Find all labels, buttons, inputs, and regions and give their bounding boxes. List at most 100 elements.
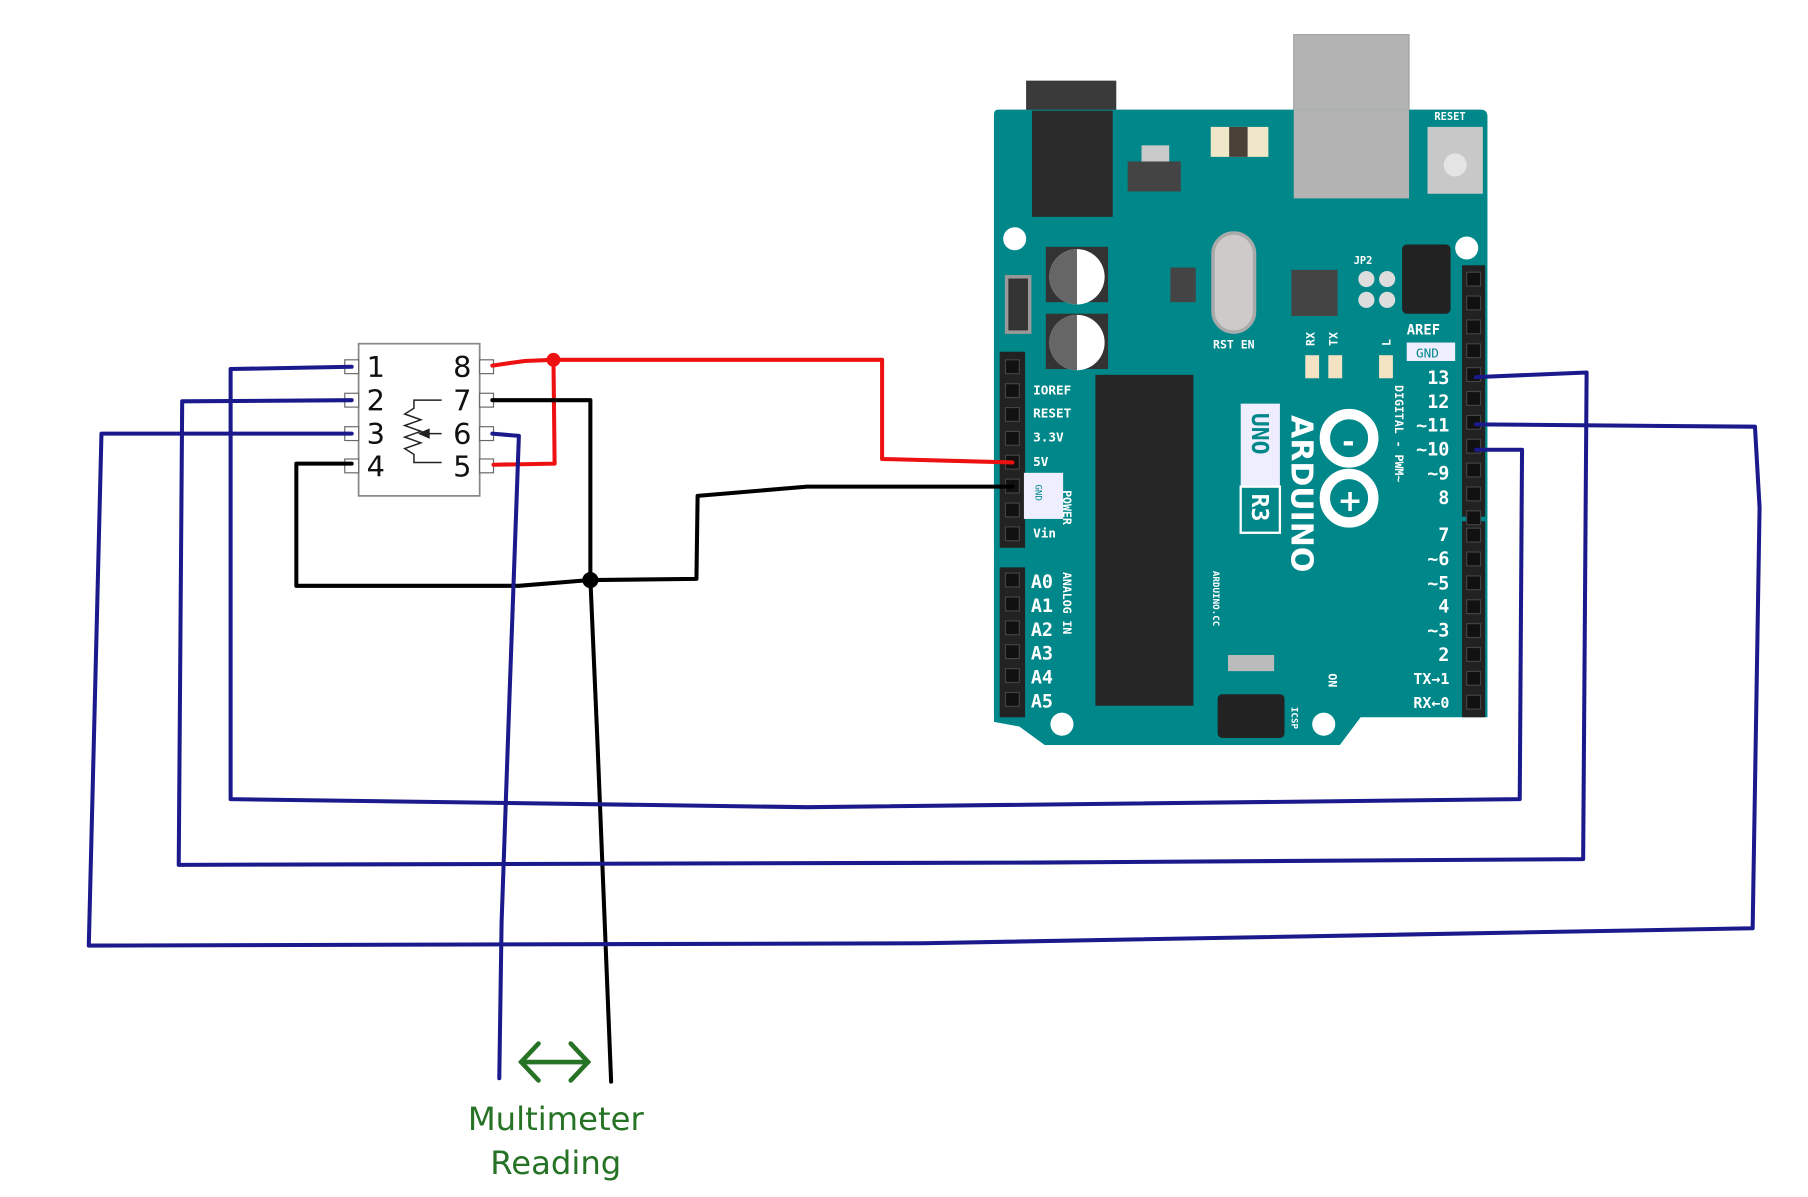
annotation-line1: Multimeter xyxy=(468,1100,645,1138)
svg-text:ANALOG IN: ANALOG IN xyxy=(1060,572,1074,634)
analog-pin-label: A3 xyxy=(1031,644,1053,665)
mounting-hole xyxy=(1455,236,1479,260)
header-pin xyxy=(1466,599,1482,615)
wire-pin6-probe xyxy=(490,431,521,1081)
svg-text:JP2: JP2 xyxy=(1354,255,1373,267)
header-pin xyxy=(1004,596,1020,612)
header-pin xyxy=(1004,572,1020,588)
wire-pin1-to-d10 xyxy=(228,364,1525,810)
svg-text:ARDUINO.CC: ARDUINO.CC xyxy=(1210,571,1221,627)
header-pin xyxy=(1466,462,1482,478)
ic-pin-label: 3 xyxy=(367,417,385,451)
digital-pin-label: 4 xyxy=(1438,596,1449,617)
wire-pin2-to-d13 xyxy=(176,370,1589,867)
double-arrow-icon xyxy=(518,1041,592,1083)
power-pin-label: 5V xyxy=(1033,454,1049,469)
header-pin xyxy=(1004,406,1020,422)
junction-gnd xyxy=(582,571,599,589)
header-pin xyxy=(1466,319,1482,335)
ic-pin-label: 1 xyxy=(367,350,385,384)
ic-pin-label: 6 xyxy=(453,417,471,451)
header-pin xyxy=(1466,510,1482,526)
header-pin xyxy=(1466,295,1482,311)
multimeter-annotation: Multimeter Reading xyxy=(468,1041,645,1182)
header-pin xyxy=(1466,551,1482,567)
svg-text:+: + xyxy=(1338,484,1363,519)
digital-pin-label: RX←0 xyxy=(1413,694,1449,712)
header-pin xyxy=(1466,486,1482,502)
ic-pin-label: 2 xyxy=(367,384,385,418)
wires xyxy=(86,352,1762,1084)
digital-pin-label: TX→1 xyxy=(1413,670,1449,688)
mounting-hole xyxy=(1003,227,1027,251)
ic-pin-4 xyxy=(344,458,360,474)
ic-pin-label: 4 xyxy=(367,449,385,483)
power-pin-label: RESET xyxy=(1033,405,1072,420)
digital-header-low xyxy=(1462,521,1486,718)
header-pin xyxy=(1004,644,1020,660)
svg-text:ON: ON xyxy=(1325,673,1339,687)
svg-text:GND: GND xyxy=(1416,346,1439,361)
arduino-uno-board: RESET JP2 RST EN RX TX L xyxy=(993,34,1488,745)
model-label: UNO R3 xyxy=(1239,403,1282,534)
svg-text:-: - xyxy=(1342,425,1354,460)
header-pin xyxy=(1466,670,1482,686)
header-pin xyxy=(1466,694,1482,710)
analog-pin-label: A4 xyxy=(1031,668,1053,689)
power-header xyxy=(999,351,1026,548)
ic-pin-label: 8 xyxy=(453,350,471,384)
junction-5v xyxy=(546,352,561,367)
power-pin-label: 3.3V xyxy=(1033,430,1064,445)
potentiometer-symbol xyxy=(402,399,442,464)
header-pin xyxy=(1004,668,1020,684)
analog-pin-label: A1 xyxy=(1031,596,1053,617)
power-pin-label: IOREF xyxy=(1033,382,1071,397)
wire-gnd-pin7 xyxy=(490,398,614,1084)
digital-pin-label: ~3 xyxy=(1427,621,1449,642)
ic-pin-label: 7 xyxy=(453,384,471,418)
header-pin xyxy=(1004,691,1020,707)
header-pin xyxy=(1466,414,1482,430)
header-pin xyxy=(1466,271,1482,287)
brand-label: ARDUINO xyxy=(1283,415,1318,572)
svg-text:POWER: POWER xyxy=(1060,490,1074,525)
ic-pin-label: 5 xyxy=(453,449,471,483)
svg-text:L: L xyxy=(1380,339,1394,346)
svg-text:DIGITAL - PWM~: DIGITAL - PWM~ xyxy=(1392,385,1406,482)
atmega-chip xyxy=(1095,374,1194,706)
svg-text:RESET: RESET xyxy=(1434,111,1465,123)
digital-pin-label: ~10 xyxy=(1416,440,1449,461)
wire-pin3-to-d11 xyxy=(86,422,1762,948)
svg-text:AREF: AREF xyxy=(1407,322,1440,338)
svg-text:RX: RX xyxy=(1303,332,1317,346)
svg-text:R3: R3 xyxy=(1246,494,1272,522)
digital-pin-label: 2 xyxy=(1438,645,1449,666)
crystal xyxy=(1211,231,1257,334)
jp2-pads: JP2 xyxy=(1354,255,1396,308)
digital-pin-label: 13 xyxy=(1427,368,1449,389)
digital-pin-label: ~11 xyxy=(1416,415,1449,436)
mounting-hole xyxy=(1050,712,1074,736)
svg-text:GND: GND xyxy=(1032,484,1043,501)
annotation-line2: Reading xyxy=(490,1144,621,1182)
reset-button: RESET xyxy=(1427,111,1483,194)
mounting-hole xyxy=(1312,712,1336,736)
header-pin xyxy=(1004,430,1020,446)
digital-pin-label: 12 xyxy=(1427,392,1449,413)
digital-pin-label: 7 xyxy=(1438,525,1449,546)
usb-chip xyxy=(1291,269,1338,316)
svg-text:UNO: UNO xyxy=(1246,413,1272,455)
icsp-header-top xyxy=(1402,244,1451,314)
header-pin xyxy=(1466,527,1482,543)
header-pin xyxy=(1466,367,1482,383)
header-pin xyxy=(1004,526,1020,542)
svg-text:RST EN: RST EN xyxy=(1213,337,1255,351)
header-pin xyxy=(1466,343,1482,359)
header-pin xyxy=(1004,383,1020,399)
arduino-logo xyxy=(1319,408,1379,528)
digital-pin-label: ~5 xyxy=(1427,573,1449,594)
analog-pin-label: A5 xyxy=(1031,691,1053,712)
analog-pin-label: A2 xyxy=(1031,620,1053,641)
